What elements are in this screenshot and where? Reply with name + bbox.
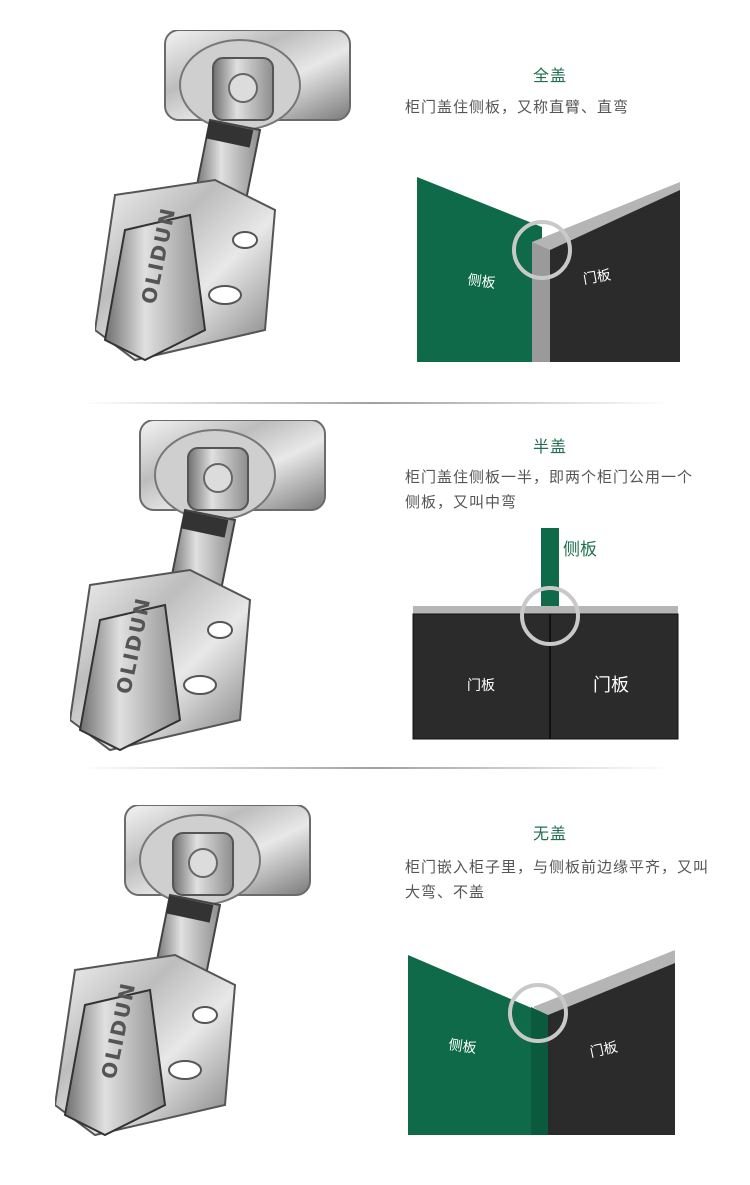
side-panel <box>408 955 548 1135</box>
section-title: 无盖 <box>533 824 568 843</box>
door-right-label: 门板 <box>593 675 629 696</box>
hinge-image <box>55 805 311 1136</box>
section-half-overlay: 半盖 柜门盖住侧板一半，即两个柜门公用一个侧板，又叫中弯 侧板 门板 门板 <box>0 405 750 775</box>
highlight-circle <box>508 983 568 1043</box>
door-edge <box>533 950 675 1017</box>
door-left-label: 门板 <box>467 678 495 694</box>
section-full-overlay: 全盖 柜门盖住侧板，又称直臂、直弯 侧板 门板 <box>0 0 750 404</box>
highlight-circle <box>512 220 572 280</box>
section-no-overlay: 无盖 柜门嵌入柜子里，与侧板前边缘平齐，又叫大弯、不盖 侧板 门板 <box>0 775 750 1185</box>
side-label: 侧板 <box>563 540 597 560</box>
hinge-image <box>95 30 351 361</box>
half-overlay-diagram: 侧板 门板 门板 <box>412 528 679 740</box>
side-panel <box>417 177 542 362</box>
door-panel <box>550 190 680 362</box>
side-panel <box>541 528 559 606</box>
door-label: 门板 <box>582 267 612 288</box>
door-panels <box>412 613 679 740</box>
section-title: 全盖 <box>533 66 568 85</box>
section-divider <box>80 767 670 769</box>
no-overlay-diagram: 侧板 门板 <box>408 950 675 1135</box>
section-description: 柜门盖住侧板一半，即两个柜门公用一个侧板，又叫中弯 <box>405 468 694 511</box>
door-label: 门板 <box>589 1039 620 1060</box>
section-description: 柜门嵌入柜子里，与侧板前边缘平齐，又叫大弯、不盖 <box>405 858 710 901</box>
door-panel <box>548 963 675 1135</box>
section-description: 柜门盖住侧板，又称直臂、直弯 <box>405 98 630 116</box>
hinge-image <box>70 420 326 751</box>
section-divider <box>80 402 670 404</box>
highlight-circle <box>520 586 580 646</box>
section-title: 半盖 <box>533 437 568 456</box>
door-edge <box>413 606 678 614</box>
side-label: 侧板 <box>447 1037 477 1057</box>
side-label: 侧板 <box>466 272 496 292</box>
full-overlay-diagram: 侧板 门板 <box>417 177 680 362</box>
